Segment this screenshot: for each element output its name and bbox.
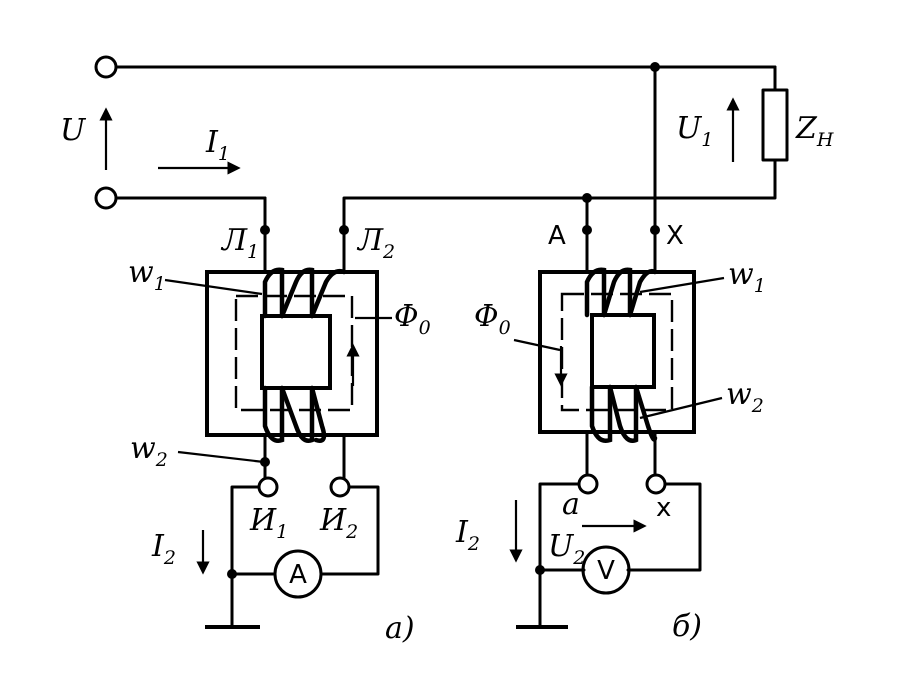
source-voltage-label: U [60, 113, 87, 148]
vt-flux-label: Φ0 [474, 299, 511, 339]
ct-ground-junction [227, 569, 237, 579]
vt-x-small-terminal [645, 473, 667, 495]
vt-x-label: X [666, 221, 684, 251]
vt-w2-leader [639, 396, 723, 420]
ct-l1-terminal [260, 225, 270, 235]
vt-a-terminal [582, 225, 592, 235]
load-impedance-resistor [761, 88, 789, 162]
voltmeter-label: V [597, 556, 615, 586]
ct-i1-terminal [257, 476, 279, 498]
ct-ammeter-wire-right [319, 485, 380, 576]
vt-core-window [590, 313, 656, 389]
ct-w2-tap [260, 457, 270, 467]
ct-w2-label: w2 [130, 431, 168, 471]
load-voltage-label: U1 [676, 111, 713, 151]
caption-a: a) [385, 611, 415, 646]
vt-a-small-label: a [562, 487, 580, 522]
supply-terminal-bottom [94, 186, 118, 210]
ct-w2-leader [177, 450, 265, 464]
supply-network: U I1 U1 ZH [60, 55, 834, 235]
caption-b: б) [672, 609, 702, 644]
ct-flux-path [234, 294, 354, 412]
ct-primary-winding [262, 267, 347, 319]
ct-core-outer [205, 270, 379, 437]
ct-l1-label: Л1 [220, 223, 259, 263]
vt-primary-winding [584, 267, 658, 318]
ct-w1-leader [164, 278, 263, 296]
return-wire [342, 188, 777, 235]
ammeter-label: A [289, 560, 307, 590]
ammeter [273, 549, 323, 599]
ct-secondary-winding [262, 385, 327, 443]
vt-voltmeter-wire-left [538, 482, 581, 627]
ct-flux-label: Φ0 [394, 299, 431, 339]
vt-flux-leader [513, 338, 561, 352]
line-current-label: I1 [205, 125, 230, 165]
voltmeter [581, 545, 631, 595]
vt-x-terminal [650, 225, 660, 235]
supply-terminal-top [94, 55, 118, 79]
ct-i1-label: И1 [249, 503, 288, 543]
ct-w1-label: w1 [128, 255, 166, 295]
load-impedance-label: ZH [795, 111, 834, 151]
ct-l2-terminal [339, 225, 349, 235]
vt-x-small-label: x [656, 493, 671, 523]
voltage-transformer: V A X w1 Φ0 w2 a x I2 U2 б) [455, 65, 766, 644]
ct-l2-label: Л2 [356, 223, 395, 263]
vt-secondary-voltage-label: U2 [548, 529, 585, 569]
ct-core-window [260, 314, 332, 390]
vt-voltmeter-wire-right [626, 482, 702, 572]
vt-core-outer [538, 270, 696, 434]
vt-secondary-current-label: I2 [455, 515, 480, 555]
vt-w1-leader [639, 276, 725, 294]
current-transformer: A Л1 Л2 w1 Φ0 w2 И1 И2 I2 a) [128, 223, 431, 646]
vt-a-label: A [548, 221, 566, 251]
ct-secondary-current-label: I2 [151, 529, 176, 569]
ct-i2-label: И2 [319, 503, 358, 543]
ct-i2-terminal [329, 476, 351, 498]
vt-ground-junction [535, 565, 545, 575]
vt-w1-label: w1 [728, 257, 766, 297]
vt-w2-label: w2 [726, 377, 764, 417]
vt-a-small-terminal [577, 473, 599, 495]
